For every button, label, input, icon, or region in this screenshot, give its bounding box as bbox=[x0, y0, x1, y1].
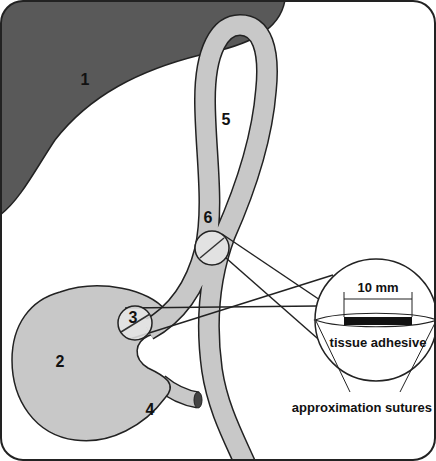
callout-number: 3 bbox=[129, 309, 138, 327]
ureter bbox=[148, 25, 267, 460]
part-label: tissue adhesive bbox=[330, 336, 427, 350]
callout-number: 4 bbox=[146, 401, 155, 419]
magnify-line bbox=[125, 306, 318, 308]
callout-number: 5 bbox=[222, 111, 231, 129]
anastomosis-edges bbox=[315, 313, 436, 327]
dimension-line bbox=[344, 298, 412, 299]
dimension-label: 10 mm bbox=[357, 281, 398, 295]
tissue-adhesive bbox=[344, 317, 412, 325]
magnified-view bbox=[315, 259, 436, 381]
leader-line bbox=[400, 321, 436, 392]
detail-circle bbox=[118, 306, 152, 340]
vessel-lumen bbox=[194, 392, 202, 408]
detail-circle bbox=[195, 231, 229, 265]
callout-number: 2 bbox=[56, 353, 65, 371]
leader-line bbox=[316, 321, 350, 392]
kidney bbox=[12, 286, 170, 441]
part-label: approximation sutures bbox=[290, 401, 434, 415]
callout-number: 1 bbox=[81, 71, 90, 89]
callout-number: 6 bbox=[204, 209, 213, 227]
magnify-line bbox=[226, 258, 325, 345]
